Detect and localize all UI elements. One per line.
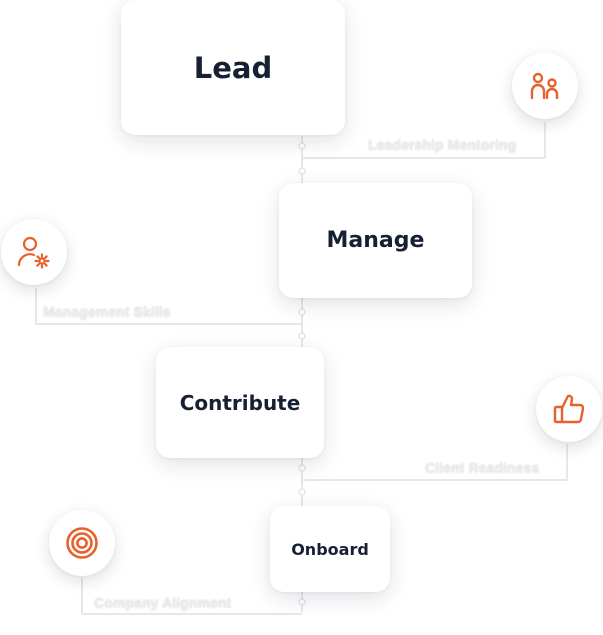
target-icon	[66, 527, 98, 559]
management-icon-badge	[1, 219, 67, 285]
company-icon-badge	[49, 510, 115, 576]
stage-card-lead: Lead	[121, 0, 345, 135]
stage-label-contribute: Contribute	[179, 390, 301, 415]
label-management-skills: Management Skills	[43, 303, 171, 319]
label-company-alignment: Company Alignment	[94, 594, 232, 610]
stage-label-lead: Lead	[193, 50, 273, 85]
label-leadership-mentoring: Leadership Mentoring	[368, 136, 517, 152]
two-people-icon	[530, 72, 559, 100]
stage-card-manage: Manage	[279, 183, 472, 298]
client-icon-badge	[536, 376, 602, 442]
stage-label-onboard: Onboard	[291, 539, 369, 559]
user-gear-icon	[17, 236, 50, 269]
stage-label-manage: Manage	[326, 228, 425, 253]
thumbs-up-icon	[553, 394, 585, 424]
stage-card-contribute: Contribute	[156, 347, 324, 458]
leadership-icon-badge	[512, 53, 578, 119]
stage-card-onboard: Onboard	[270, 506, 390, 592]
label-client-readiness: Client Readiness	[425, 459, 540, 475]
